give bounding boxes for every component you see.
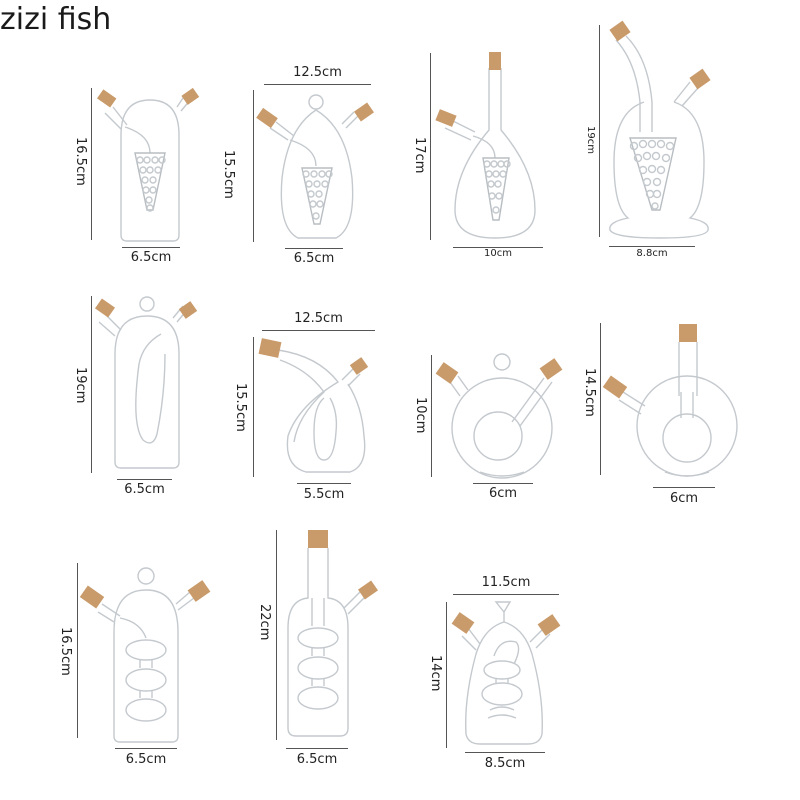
height-label: 15.5cm (233, 383, 248, 432)
top-width-dimension-line (262, 330, 375, 331)
width-dimension-line (117, 479, 172, 480)
height-label: 14cm (428, 655, 443, 692)
height-dimension-line (253, 90, 254, 242)
width-label: 6.5cm (293, 251, 335, 266)
height-dimension-line (600, 323, 601, 475)
width-label: 6.5cm (296, 752, 338, 767)
bottle-image (609, 20, 711, 239)
bottle-image (435, 52, 536, 239)
top-width-label: 11.5cm (481, 575, 531, 590)
top-width-dimension-line (264, 84, 371, 85)
bottle-image (256, 94, 374, 239)
height-dimension-line (276, 530, 277, 740)
height-label: 15.5cm (221, 150, 236, 199)
height-label: 19cm (73, 367, 88, 404)
height-dimension-line (430, 53, 431, 240)
height-label: 10cm (413, 397, 428, 434)
height-label: 17cm (412, 137, 427, 174)
height-dimension-line (91, 88, 92, 240)
height-label: 14.5cm (582, 368, 597, 417)
height-dimension-line (77, 563, 78, 738)
width-label: 6.5cm (125, 752, 167, 767)
width-dimension-line (122, 247, 180, 248)
width-dimension-line (453, 247, 543, 248)
width-dimension-line (609, 246, 695, 247)
height-label: 22cm (257, 604, 272, 641)
bottle-image (287, 530, 378, 737)
width-label: 6cm (669, 491, 699, 506)
height-label: 16.5cm (73, 137, 88, 186)
width-label: 8.5cm (484, 756, 526, 771)
brand-title: zizi fish (0, 2, 112, 37)
width-dimension-line (286, 748, 348, 749)
bottle-image (602, 324, 738, 477)
bottle-image (435, 353, 563, 479)
width-dimension-line (473, 483, 533, 484)
width-label: 6.5cm (124, 482, 165, 497)
height-dimension-line (253, 337, 254, 477)
width-dimension-line (115, 748, 177, 749)
height-dimension-line (431, 355, 432, 477)
bottle-image (451, 601, 561, 745)
width-label: 5.5cm (303, 487, 345, 502)
top-width-dimension-line (453, 594, 559, 595)
width-label: 10cm (484, 248, 512, 259)
top-width-label: 12.5cm (294, 311, 343, 326)
width-dimension-line (297, 483, 351, 484)
bottle-image (95, 296, 198, 469)
height-label: 16.5cm (58, 627, 73, 676)
top-width-label: 12.5cm (293, 65, 342, 80)
width-dimension-line (653, 487, 715, 488)
bottle-image (97, 87, 200, 242)
height-dimension-line (599, 25, 600, 237)
bottle-image (79, 567, 211, 743)
width-label: 8.8cm (636, 248, 668, 259)
height-dimension-line (91, 296, 92, 473)
width-dimension-line (465, 752, 545, 753)
width-dimension-line (285, 248, 343, 249)
height-label: 19cm (585, 126, 596, 154)
height-dimension-line (446, 602, 447, 748)
width-label: 6.5cm (130, 250, 172, 265)
width-label: 6cm (488, 486, 518, 501)
bottle-image (258, 338, 369, 473)
